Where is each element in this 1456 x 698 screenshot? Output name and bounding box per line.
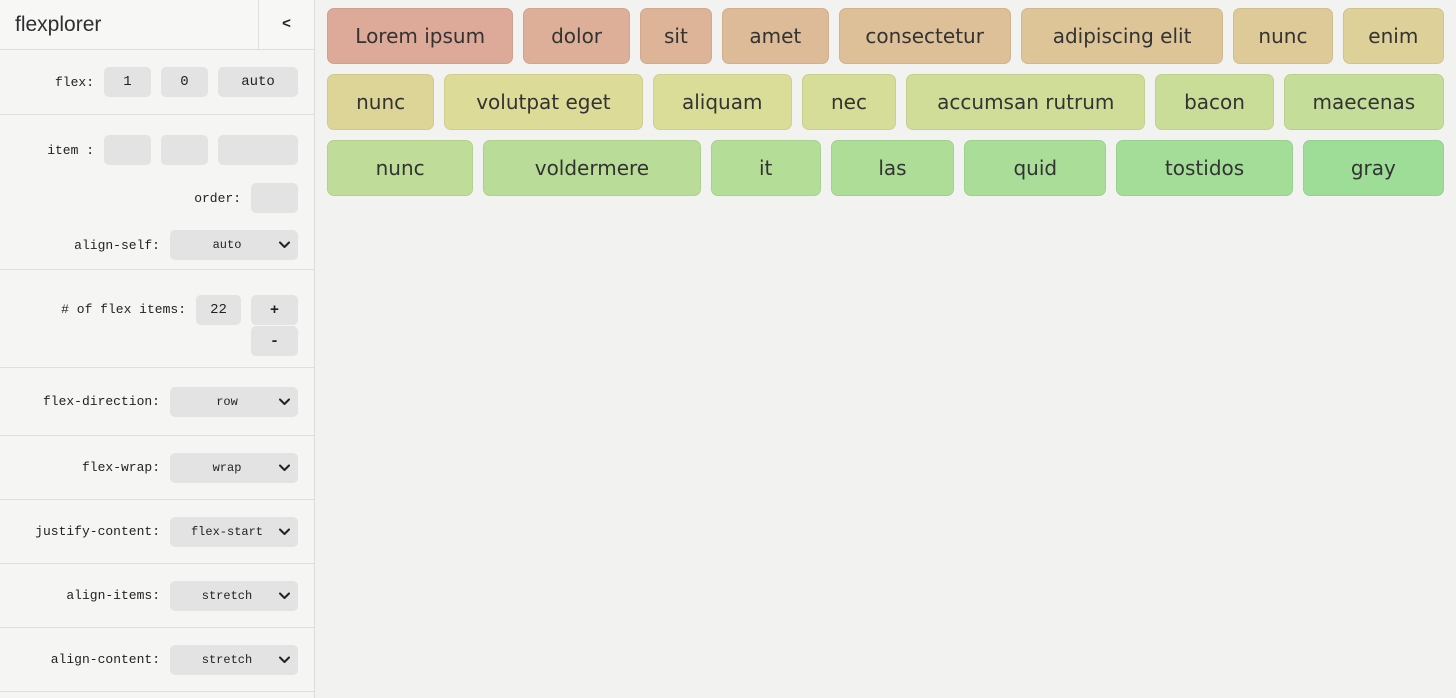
- align-items-select[interactable]: stretch: [170, 580, 298, 611]
- section-flex-wrap: flex-wrap: wrap: [0, 436, 314, 500]
- section-count: # of flex items: + -: [0, 270, 314, 368]
- item-grow-input[interactable]: [104, 135, 151, 165]
- flex-item[interactable]: quid: [964, 140, 1107, 196]
- flex-item[interactable]: volutpat eget: [444, 74, 643, 130]
- flex-item[interactable]: it: [710, 140, 821, 196]
- section-flex: flex:: [0, 50, 314, 115]
- flex-label: flex:: [54, 74, 94, 90]
- flex-item[interactable]: amet: [722, 8, 829, 64]
- app-title: flexplorer: [15, 12, 102, 36]
- count-stepper: + -: [251, 295, 298, 356]
- remove-item-button[interactable]: -: [251, 326, 298, 356]
- flex-basis-input[interactable]: [218, 67, 298, 97]
- justify-content-select[interactable]: flex-start: [170, 516, 298, 547]
- flex-wrap-label: flex-wrap:: [81, 460, 160, 475]
- flex-item[interactable]: nunc: [327, 140, 474, 196]
- sidebar-collapse-button[interactable]: <: [258, 0, 314, 49]
- section-align-content: align-content: stretch: [0, 628, 314, 692]
- flex-item[interactable]: accumsan rutrum: [906, 74, 1146, 130]
- flex-item[interactable]: tostidos: [1116, 140, 1293, 196]
- item-label: item :: [47, 142, 94, 158]
- count-label: # of flex items:: [61, 302, 186, 317]
- flex-item[interactable]: enim: [1342, 8, 1444, 64]
- flex-wrap-select[interactable]: wrap: [170, 452, 298, 483]
- flex-item[interactable]: nec: [801, 74, 897, 130]
- titlebar: flexplorer <: [0, 0, 314, 50]
- flex-direction-select[interactable]: row: [170, 386, 298, 417]
- count-input[interactable]: [196, 295, 241, 325]
- flex-item[interactable]: gray: [1302, 140, 1444, 196]
- add-item-button[interactable]: +: [251, 295, 298, 325]
- flex-item[interactable]: Lorem ipsum: [327, 8, 514, 64]
- flex-item[interactable]: sit: [639, 8, 713, 64]
- flex-item[interactable]: adipiscing elit: [1020, 8, 1224, 64]
- section-item: item : order: align-self: auto: [0, 115, 314, 270]
- chevron-left-icon: <: [281, 16, 291, 33]
- align-self-label: align-self:: [74, 237, 160, 253]
- flex-item[interactable]: dolor: [523, 8, 630, 64]
- section-align-items: align-items: stretch: [0, 564, 314, 628]
- flex-shrink-input[interactable]: [161, 67, 208, 97]
- align-content-select[interactable]: stretch: [170, 644, 298, 675]
- flex-item[interactable]: voldermere: [483, 140, 701, 196]
- sidebar: flexplorer < flex: item : order:: [0, 0, 315, 698]
- flex-direction-label: flex-direction:: [42, 394, 160, 409]
- justify-content-label: justify-content:: [35, 524, 160, 539]
- section-justify-content: justify-content: flex-start: [0, 500, 314, 564]
- flex-grow-input[interactable]: [104, 67, 151, 97]
- flex-item[interactable]: maecenas: [1283, 74, 1444, 130]
- item-basis-input[interactable]: [218, 135, 298, 165]
- align-items-label: align-items:: [66, 588, 160, 603]
- item-shrink-input[interactable]: [161, 135, 208, 165]
- order-input[interactable]: [251, 183, 298, 213]
- flex-item[interactable]: las: [830, 140, 955, 196]
- section-overflow: [0, 692, 314, 698]
- section-flex-direction: flex-direction: row: [0, 368, 314, 436]
- flex-item[interactable]: consectetur: [838, 8, 1011, 64]
- align-self-select[interactable]: auto: [170, 230, 298, 260]
- flex-item[interactable]: nunc: [327, 74, 435, 130]
- flex-item[interactable]: bacon: [1155, 74, 1274, 130]
- order-label: order:: [194, 190, 241, 206]
- flex-item[interactable]: aliquam: [652, 74, 792, 130]
- flex-item[interactable]: nunc: [1233, 8, 1333, 64]
- align-content-label: align-content:: [50, 652, 160, 667]
